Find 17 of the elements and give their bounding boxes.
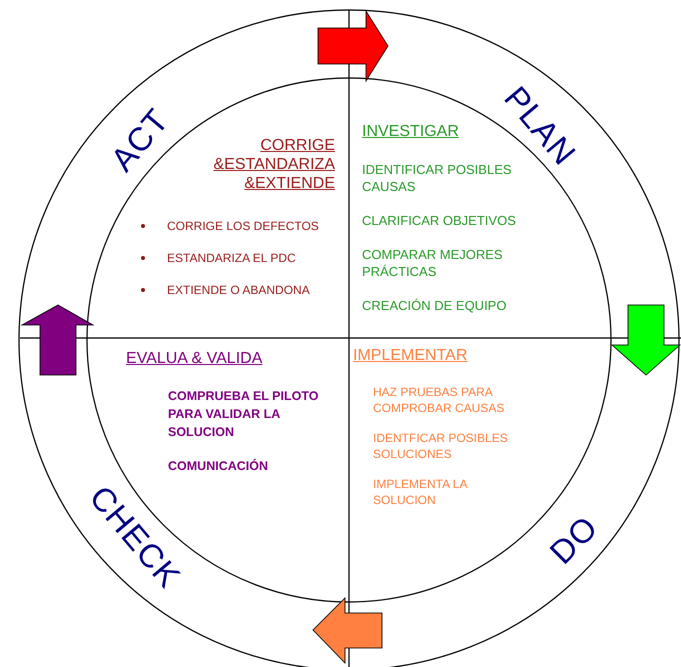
- list-item: ESTANDARIZA EL PDC: [167, 251, 335, 265]
- list-item: HAZ PRUEBAS PARA COMPROBAR CAUSAS: [373, 384, 506, 416]
- section-heading: INVESTIGAR: [362, 122, 459, 141]
- list-item: EXTIENDE O ABANDONA: [167, 283, 335, 297]
- list-item: COMPRUEBA EL PILOTO PARA VALIDAR LA SOLUCION: [168, 388, 320, 441]
- phase-label: DO: [542, 508, 606, 572]
- list-item: COMUNICACIÓN: [168, 458, 269, 475]
- list-item: CREACIÓN DE EQUIPO: [362, 297, 508, 314]
- list-item: IDENTFICAR POSIBLES SOLUCIONES: [373, 430, 509, 462]
- list-item: IDENTIFICAR POSIBLES CAUSAS: [362, 162, 512, 195]
- list-item: CORRIGE LOS DEFECTOS: [167, 219, 335, 233]
- section-heading: EVALUA & VALIDA: [126, 349, 262, 368]
- list-item: CLARIFICAR OBJETIVOS: [362, 212, 517, 229]
- section-heading: CORRIGE &ESTANDARIZA &EXTIENDE: [212, 136, 335, 193]
- section-heading: IMPLEMENTAR: [353, 346, 468, 365]
- list-item: IMPLEMENTA LA SOLUCION: [373, 476, 468, 508]
- list-item: COMPARAR MEJORES PRÁCTICAS: [362, 246, 504, 280]
